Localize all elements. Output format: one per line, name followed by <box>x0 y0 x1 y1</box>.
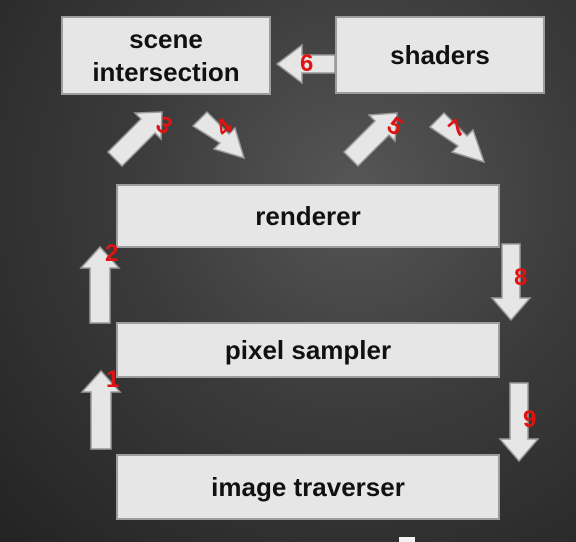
step-number-1: 1 <box>106 366 120 393</box>
image-traverser-label: image traverser <box>211 471 405 502</box>
step-number-8: 8 <box>514 264 528 291</box>
renderer-label: renderer <box>255 200 361 231</box>
cursor-fragment <box>399 537 415 542</box>
arrow-up-1 <box>80 369 122 450</box>
arrow-diag-3 <box>106 111 163 168</box>
step-number-2: 2 <box>105 240 119 267</box>
shaders-label: shaders <box>390 39 490 70</box>
arrow-diag-7 <box>428 111 486 164</box>
arrow-down-9 <box>498 382 540 463</box>
arrow-up-2 <box>79 245 121 324</box>
arrow-diag-4 <box>191 110 246 160</box>
pixel-sampler-box: pixel sampler <box>116 322 500 378</box>
step-number-6: 6 <box>300 50 314 77</box>
image-traverser-box: image traverser <box>116 454 500 520</box>
step-number-9: 9 <box>523 406 537 433</box>
renderer-box: renderer <box>116 184 500 248</box>
pixel-sampler-label: pixel sampler <box>224 334 392 365</box>
shaders-box: shaders <box>335 16 545 94</box>
scene-intersection-box: scene intersection <box>61 16 271 95</box>
arrow-left-6 <box>275 43 336 85</box>
scene-intersection-label: scene intersection <box>92 23 240 87</box>
arrow-diag-5 <box>342 112 398 168</box>
arrow-down-8 <box>490 243 532 322</box>
